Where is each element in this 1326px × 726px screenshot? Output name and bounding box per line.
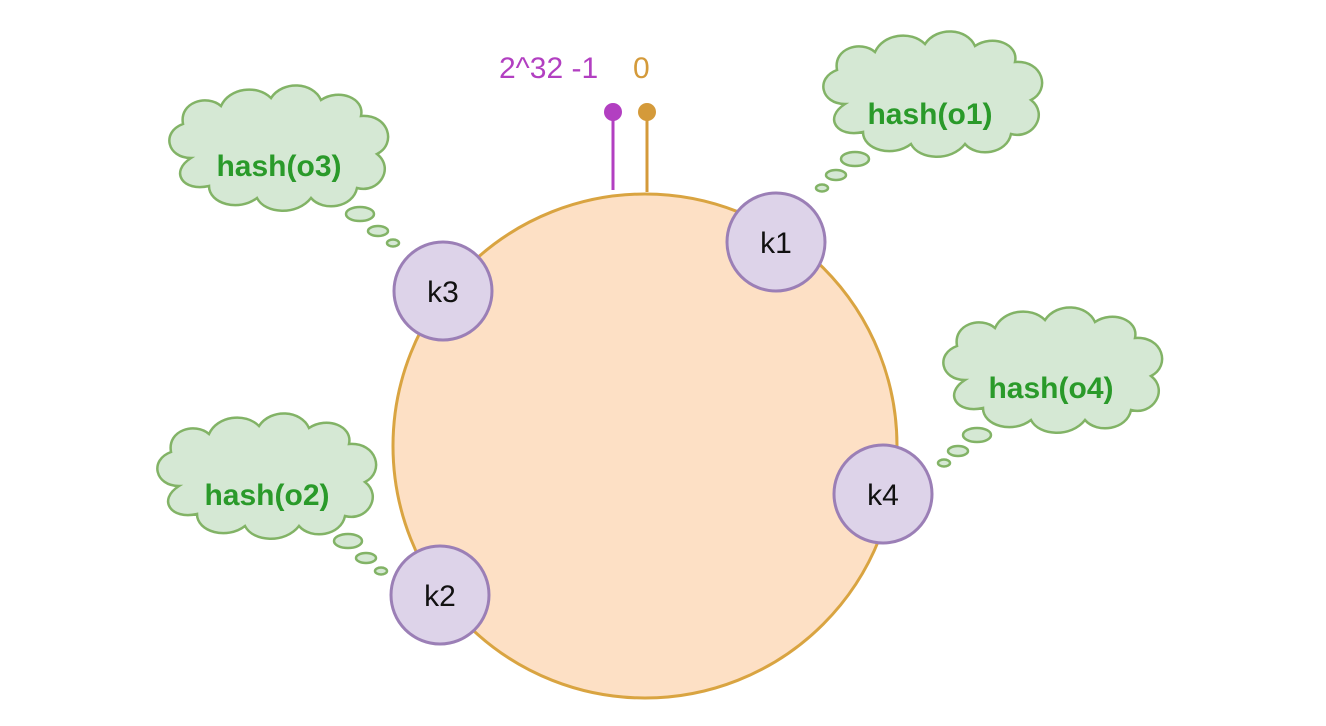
object-cloud-o1: hash(o1): [814, 30, 1044, 193]
object-label: hash(o1): [867, 98, 992, 131]
ring-max-marker: [604, 103, 622, 190]
object-label: hash(o2): [204, 479, 329, 512]
object-label: hash(o3): [216, 150, 341, 183]
node-label: k1: [760, 227, 792, 260]
ring-max-label: 2^32 -1: [499, 52, 598, 85]
node-k2: k2: [389, 544, 491, 646]
object-label: hash(o4): [988, 372, 1113, 405]
ring-zero-label: 0: [633, 52, 650, 85]
node-label: k4: [867, 479, 899, 512]
ring-zero-marker: [638, 103, 656, 192]
object-cloud-o2: hash(o2): [156, 412, 389, 576]
node-label: k3: [427, 276, 459, 309]
object-cloud-o3: hash(o3): [168, 84, 401, 248]
node-k3: k3: [392, 240, 494, 342]
node-k1: k1: [725, 191, 827, 293]
object-cloud-o4: hash(o4): [936, 306, 1164, 468]
node-label: k2: [424, 580, 456, 613]
node-k4: k4: [832, 443, 934, 545]
